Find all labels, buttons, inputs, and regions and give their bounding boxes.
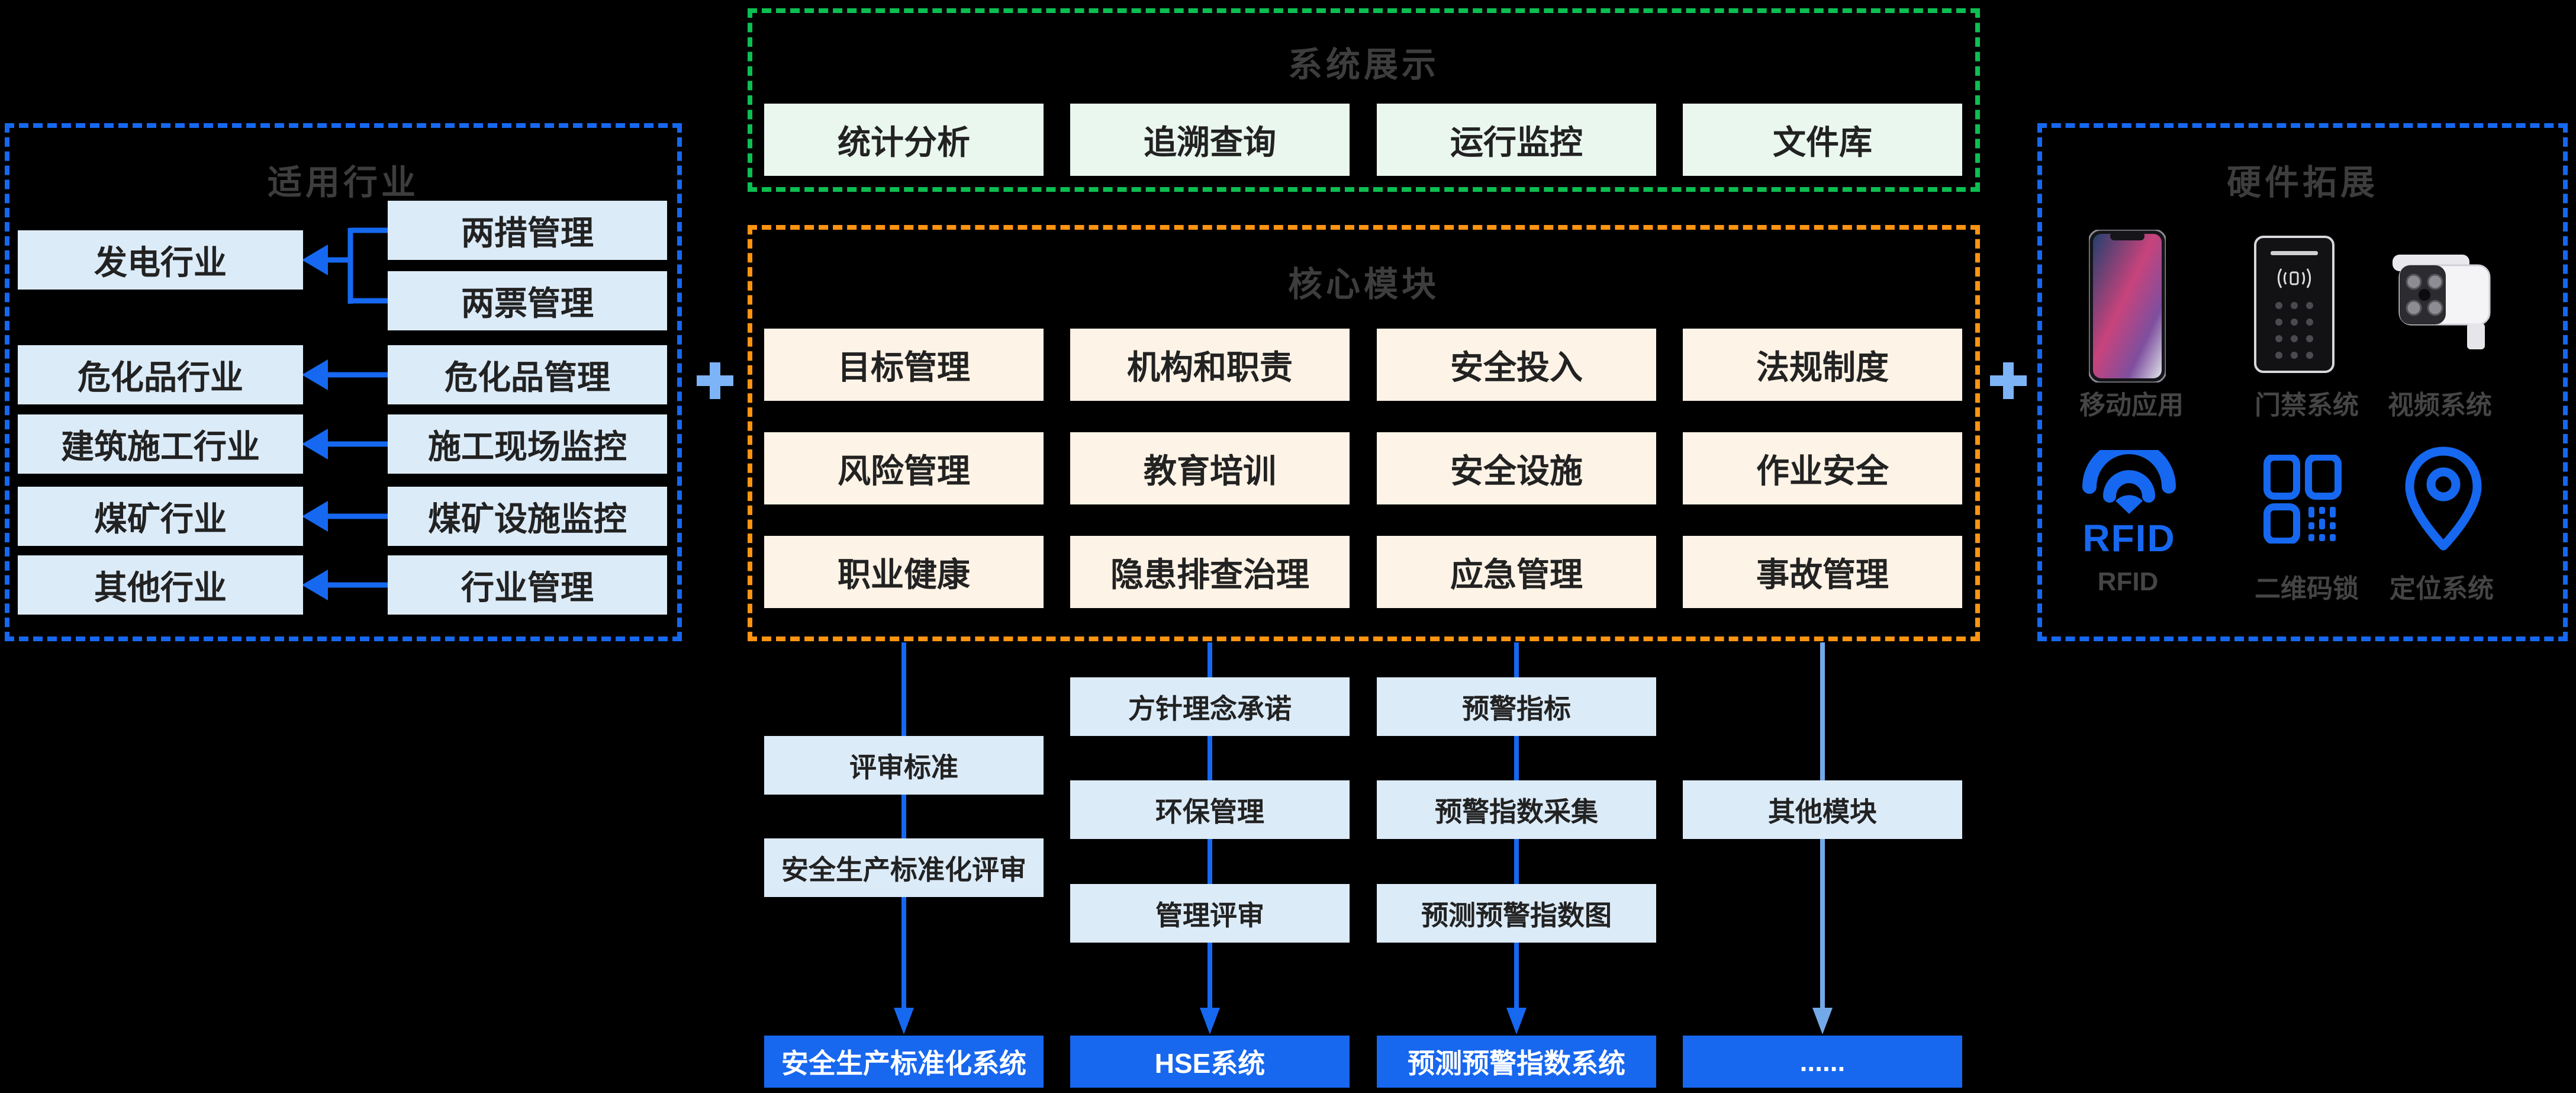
hardware-label-qrlock: 二维码锁: [2255, 574, 2359, 603]
display-button-statistics: 统计分析: [764, 104, 1044, 176]
qr-code-icon: [2263, 455, 2342, 544]
flow-box: 管理评审: [1070, 884, 1350, 943]
flow-box: 安全生产标准化评审: [764, 838, 1044, 897]
industry-panel-title: 适用行业: [267, 163, 419, 202]
flow-box: 方针理念承诺: [1070, 677, 1350, 736]
rfid-icon-text: RFID: [2082, 517, 2176, 560]
hardware-label-access: 门禁系统: [2255, 391, 2359, 420]
rfid-signal-icon: [2082, 450, 2176, 514]
industry-module-box: 两票管理: [388, 271, 667, 330]
display-button-files: 文件库: [1683, 104, 1962, 176]
industry-module-box: 行业管理: [388, 555, 667, 615]
core-module-box: 机构和职责: [1070, 329, 1350, 401]
core-module-box: 事故管理: [1683, 536, 1962, 608]
core-module-box: 教育培训: [1070, 432, 1350, 504]
hardware-panel-title: 硬件拓展: [2226, 163, 2378, 202]
system-display-title: 系统展示: [1287, 46, 1440, 84]
industry-box: 其他行业: [18, 555, 303, 615]
core-module-box: 法规制度: [1683, 329, 1962, 401]
system-button-warning-index: 预测预警指数系统: [1377, 1036, 1656, 1088]
industry-module-box: 施工现场监控: [388, 414, 667, 474]
flow-box: 其他模块: [1683, 780, 1962, 839]
industry-panel: 适用行业: [5, 123, 682, 641]
system-button-hse: HSE系统: [1070, 1036, 1350, 1088]
plus-icon: [697, 362, 2027, 399]
flow-box: 环保管理: [1070, 780, 1350, 839]
system-display-panel: 系统展示: [748, 8, 1980, 192]
hardware-label-mobile: 移动应用: [2079, 391, 2184, 420]
smartphone-icon: [2089, 230, 2166, 382]
display-button-monitor: 运行监控: [1377, 104, 1656, 176]
flow-box: 评审标准: [764, 736, 1044, 795]
core-module-box: 作业安全: [1683, 432, 1962, 504]
industry-box: 煤矿行业: [18, 487, 303, 546]
industry-box: 发电行业: [18, 230, 303, 290]
core-module-box: 目标管理: [764, 329, 1044, 401]
hardware-label-video: 视频系统: [2388, 391, 2492, 420]
industry-module-box: 危化品管理: [388, 345, 667, 404]
core-modules-title: 核心模块: [1287, 265, 1440, 304]
industry-module-box: 两措管理: [388, 201, 667, 260]
core-module-box: 职业健康: [764, 536, 1044, 608]
industry-module-box: 煤矿设施监控: [388, 487, 667, 546]
flow-box: 预测预警指数图: [1377, 884, 1656, 943]
core-module-box: 风险管理: [764, 432, 1044, 504]
flow-box: 预警指标: [1377, 677, 1656, 736]
hardware-label-location: 定位系统: [2390, 574, 2494, 603]
industry-box: 建筑施工行业: [18, 414, 303, 474]
hardware-panel: 硬件拓展: [2037, 123, 2568, 641]
core-module-box: 隐患排查治理: [1070, 536, 1350, 608]
access-control-keypad-icon: [2254, 236, 2334, 373]
hardware-label-rfid: RFID: [2097, 567, 2159, 596]
core-module-box: 应急管理: [1377, 536, 1656, 608]
cctv-camera-icon: [2393, 255, 2491, 349]
location-pin-icon: [2405, 446, 2482, 551]
flow-box: 预警指数采集: [1377, 780, 1656, 839]
system-button-standardization: 安全生产标准化系统: [764, 1036, 1044, 1088]
core-module-box: 安全设施: [1377, 432, 1656, 504]
core-modules-panel: 核心模块: [748, 225, 1980, 641]
industry-box: 危化品行业: [18, 345, 303, 404]
display-button-trace: 追溯查询: [1070, 104, 1350, 176]
system-button-more: ......: [1683, 1036, 1962, 1088]
core-module-box: 安全投入: [1377, 329, 1656, 401]
